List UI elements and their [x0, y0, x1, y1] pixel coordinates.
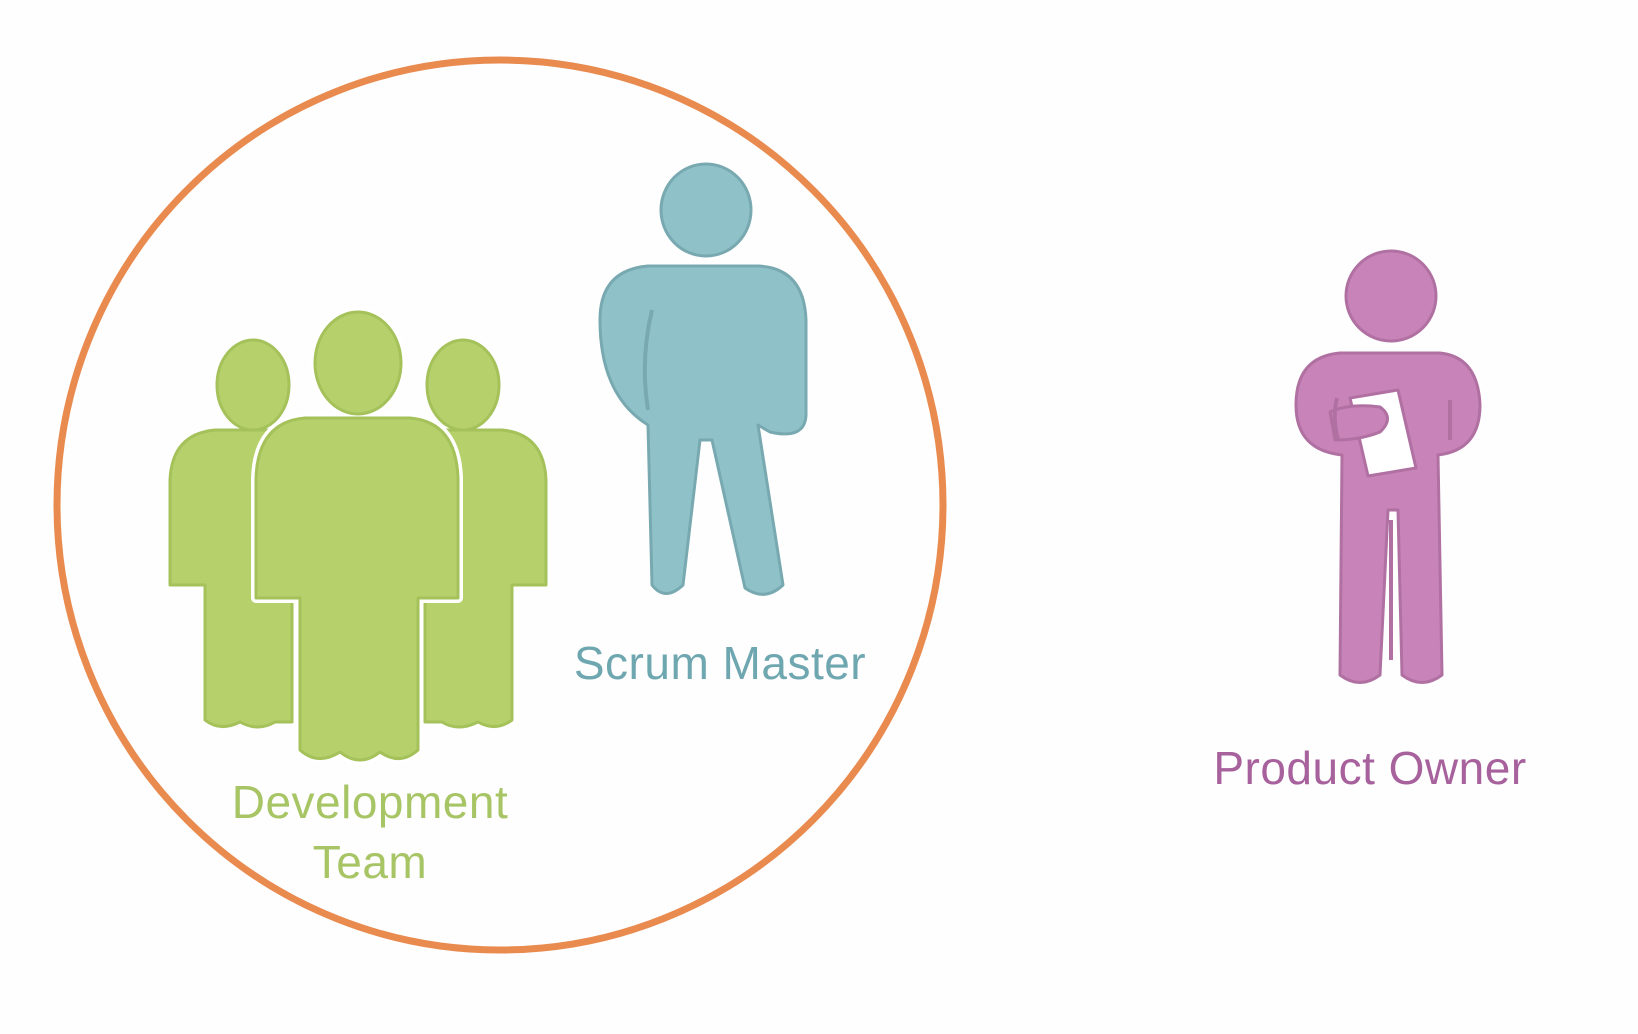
- development-team-label-line2: Team: [312, 836, 428, 888]
- team-member-center-icon: [251, 307, 463, 765]
- scrum-master-label: Scrum Master: [573, 637, 867, 689]
- person-icon: [598, 162, 808, 596]
- person-with-document-icon: [1294, 249, 1482, 684]
- development-team-label: Development Team: [200, 772, 540, 892]
- development-team-label-line1: Development: [231, 776, 509, 828]
- product-owner-label: Product Owner: [1213, 742, 1527, 794]
- group-of-people-icon: [168, 307, 548, 765]
- scrum-team-circle: [53, 56, 947, 954]
